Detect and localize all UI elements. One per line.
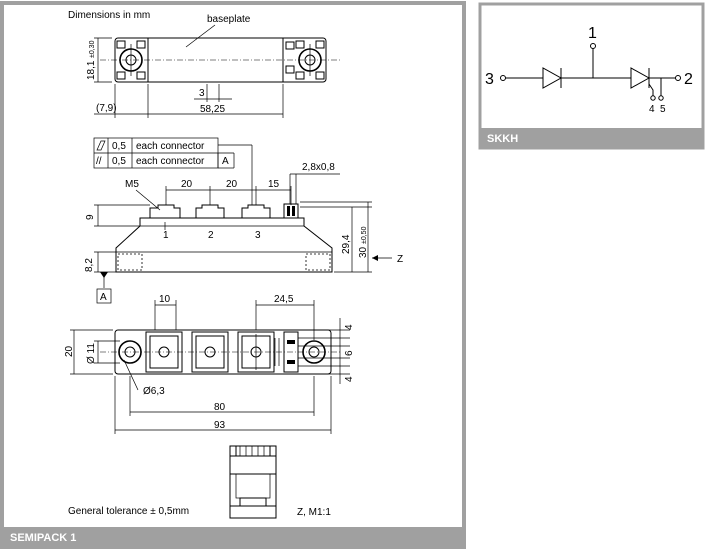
dim-18-1: 18,1 [86,60,97,80]
dim-15: 15 [268,179,280,190]
pin-1-terminal [590,43,596,49]
dim-10: 10 [159,294,171,305]
dim-20-a: 20 [181,179,193,190]
bottom-hole-right [302,340,326,364]
dim-20-b: 20 [226,179,238,190]
bottom-hole-left [118,340,142,364]
datum-a-box [96,288,112,304]
right-caption: SKKH [487,133,518,145]
dim-30-tol: ±0,50 [361,226,368,244]
tol-par-text: each connector [136,156,205,167]
baseplate-label: baseplate [207,14,251,25]
pin-2: 2 [684,71,693,88]
dim-7-9: (7,9) [96,103,117,114]
right-panel: SKKH 1 2 3 4 5 [478,2,705,150]
tolerance-note: General tolerance ± 0,5mm [68,506,189,517]
tol-flat-value: 0,5 [112,141,126,152]
dim-24-5: 24,5 [274,294,294,305]
dim-18-1-tol: ±0,30 [89,40,96,58]
pin-4: 4 [649,104,655,115]
end-view-outline [229,445,277,519]
tol-flat-text: each connector [136,141,205,152]
side-view: 1 2 3 M5 20 20 15 2,8x0,8 9 [84,162,403,304]
left-caption-bar [2,527,464,547]
term-3: 3 [255,230,261,241]
terminal-3 [241,204,271,218]
datum-a: A [100,292,107,303]
terminal-1 [149,204,181,218]
pin-5: 5 [660,104,666,115]
term-1: 1 [163,230,169,241]
dim-20-side: 20 [64,345,75,357]
pin-1: 1 [588,25,597,42]
dim-d6-3: Ø6,3 [143,386,165,397]
dim-93: 93 [214,420,226,431]
dimensions-note: Dimensions in mm [68,10,150,21]
tol-par-value: 0,5 [112,156,126,167]
pin-3: 3 [485,71,494,88]
pin-3-terminal [500,75,506,81]
dim-d11: Ø 11 [86,343,97,364]
tolerance-frames: 0,5 each connector // 0,5 each connector… [93,137,253,205]
tol-par-ref: A [222,156,229,167]
scale-note: Z, M1:1 [297,507,331,518]
aux-terminal [283,203,299,219]
right-caption-bar [480,128,703,148]
thyristor-icon [630,67,651,89]
term-2: 2 [208,230,214,241]
dim-80: 80 [214,402,226,413]
flatness-icon [96,140,106,151]
left-panel-frame [0,1,466,549]
dim-4-bot: 4 [344,376,355,382]
top-view: baseplate 18,1 ±0,30 3 58,25 (7,9) [86,14,340,118]
bottom-view: 10 24,5 20 Ø 11 4 6 4 Ø6, [64,294,355,434]
label-m5: M5 [125,179,139,190]
dim-6: 6 [344,350,355,356]
left-caption: SEMIPACK 1 [10,532,76,544]
pin-5-terminal [658,95,664,101]
parallelism-icon: // [96,156,102,167]
end-view [229,445,277,519]
dim-8-2: 8,2 [84,258,95,272]
dim-29-4: 29,4 [341,234,352,254]
dim-30: 30 [358,246,369,258]
dim-9: 9 [85,214,96,220]
dim-3-top: 3 [199,88,205,99]
side-body [115,217,333,273]
diode-icon [542,67,563,89]
left-panel: SEMIPACK 1 Dimensions in mm [0,1,466,549]
terminal-2 [195,204,225,218]
pin-2-terminal [675,75,681,81]
pin-4-terminal [650,95,656,101]
dim-58-25: 58,25 [200,104,225,115]
dim-4-top: 4 [344,324,355,330]
dim-2-8x0-8: 2,8x0,8 [302,162,335,173]
label-z: Z [397,254,403,265]
